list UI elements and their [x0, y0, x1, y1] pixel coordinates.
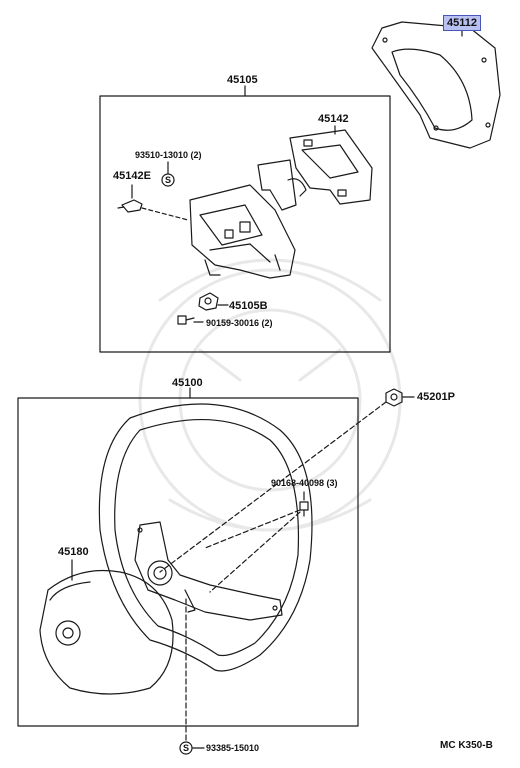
bracket-assembly[interactable] — [189, 184, 296, 279]
part-45142e-label[interactable]: 45142E — [113, 170, 151, 182]
clip-45142e[interactable] — [117, 199, 143, 213]
screw-s-glyph: S — [165, 175, 172, 185]
part-90159-label[interactable]: 90159-30016 (2) — [206, 318, 273, 328]
part-90168-label[interactable]: 90168-40098 (3) — [271, 478, 338, 488]
hub-spokes[interactable] — [134, 521, 283, 621]
part-93510-label[interactable]: 93510-13010 (2) — [135, 150, 202, 160]
part-45112-label[interactable]: 45112 — [443, 15, 481, 31]
bracket-45142[interactable] — [257, 129, 373, 211]
part-45142-label[interactable]: 45142 — [318, 113, 349, 125]
bolt-icon — [177, 315, 195, 325]
screw-s-icon — [179, 741, 193, 755]
diagram-reference: MC K350-B — [440, 740, 493, 751]
screw-s-glyph: S — [183, 743, 190, 753]
part-45180-label[interactable]: 45180 — [58, 546, 89, 558]
part-93385-label[interactable]: 93385-15010 — [206, 743, 260, 753]
box-45100 — [17, 397, 359, 727]
hole-icon — [433, 125, 439, 131]
nut-icon — [198, 292, 219, 311]
steering-wheel-rim[interactable] — [98, 403, 313, 672]
part-45201p-label[interactable]: 45201P — [417, 391, 455, 403]
hole-icon — [481, 57, 487, 63]
screw-s-icon — [161, 173, 175, 187]
bolt-90168-icon — [299, 501, 309, 517]
part-45105-label[interactable]: 45105 — [227, 74, 258, 86]
horn-pad-45180[interactable] — [39, 569, 174, 695]
hole-icon — [382, 37, 388, 43]
part-45100-label[interactable]: 45100 — [172, 377, 203, 389]
hole-icon — [485, 122, 491, 128]
part-45105b-label[interactable]: 45105B — [229, 300, 268, 312]
horn-cover-45112[interactable] — [371, 21, 501, 149]
